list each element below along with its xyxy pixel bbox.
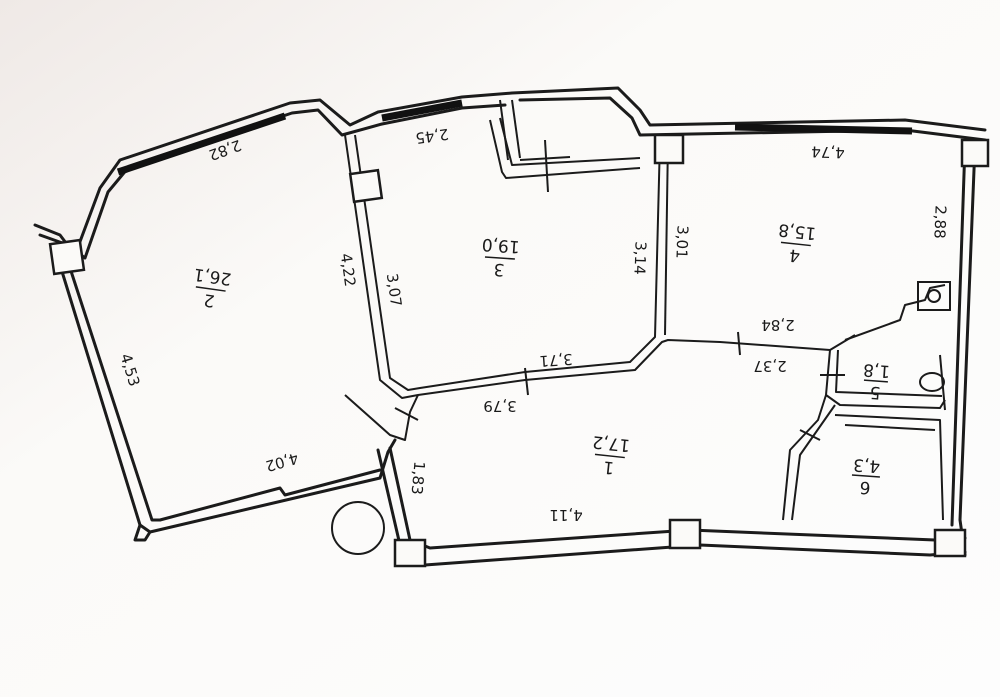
- room-1-area: 17,2: [591, 431, 631, 455]
- dim-room3-top: 2,45: [414, 125, 450, 147]
- dim-room1-top-right: 2,37: [753, 357, 786, 375]
- room-5-area: 1,8: [863, 359, 891, 381]
- pier-room3: [348, 168, 384, 204]
- pier-bottom-mid: [668, 518, 702, 550]
- room-4-label: 4 15,8: [777, 219, 817, 265]
- window-room4: [734, 123, 913, 135]
- room-1-number: 1: [602, 456, 615, 477]
- room-4-area: 15,8: [777, 219, 817, 243]
- dim-room3-left: 3,07: [383, 272, 405, 308]
- toilet-fixture: [919, 372, 945, 392]
- dim-room3-bottom: 3,71: [539, 350, 574, 370]
- interior-walls: [344, 99, 946, 521]
- pier-left: [48, 238, 86, 276]
- fixtures: [331, 281, 951, 555]
- dim-room1-bottom: 4,11: [549, 506, 582, 524]
- room-5-label: 5 1,8: [863, 359, 891, 403]
- room-6-label: 6 4,3: [851, 454, 881, 498]
- dim-room1-left: 1,83: [408, 461, 429, 496]
- windows: [116, 99, 913, 176]
- column-round: [331, 501, 385, 555]
- room-6-area: 4,3: [853, 454, 881, 476]
- dim-room4-top: 4,74: [811, 142, 845, 161]
- pier-center: [653, 133, 685, 165]
- dim-room3-right: 3,14: [630, 241, 649, 275]
- dim-room4-right: 2,88: [930, 205, 949, 239]
- room-3-area: 19,0: [481, 234, 520, 257]
- room-6-number: 6: [859, 477, 871, 498]
- sink-fixture: [917, 281, 951, 311]
- window-room2: [116, 112, 287, 176]
- dim-room2-right: 4,22: [337, 252, 359, 288]
- room-1-label: 1 17,2: [591, 431, 631, 477]
- room-3-label: 3 19,0: [481, 234, 520, 280]
- pier-bottom-left: [393, 538, 427, 568]
- room-2-number: 2: [202, 289, 216, 310]
- pier-right: [960, 138, 990, 168]
- door-marks: [394, 139, 845, 441]
- dim-room1-top: 3,79: [483, 397, 516, 415]
- room-3-number: 3: [493, 259, 505, 280]
- room-5-number: 5: [869, 382, 881, 403]
- dim-room4-bottom: 2,84: [761, 316, 794, 334]
- pier-bottom-right: [933, 528, 967, 558]
- dim-room4-left: 3,01: [672, 225, 691, 259]
- room-4-number: 4: [788, 244, 801, 265]
- window-room3: [381, 99, 463, 122]
- piers: [48, 133, 990, 568]
